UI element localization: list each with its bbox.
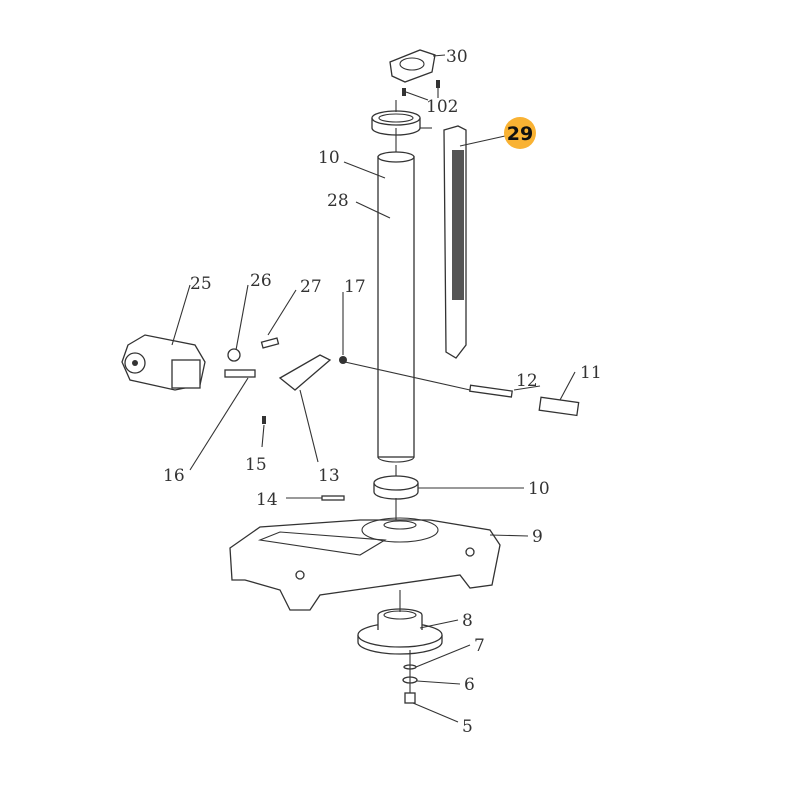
part-column-ring-top[interactable] [371, 110, 421, 136]
part-12-bolt[interactable] [469, 384, 513, 398]
highlight-marker[interactable] [504, 117, 536, 149]
part-15-screw[interactable] [262, 416, 266, 424]
part-9-base[interactable] [229, 517, 501, 611]
label-25[interactable]: 25 [190, 274, 212, 294]
part-14-pin[interactable] [321, 495, 345, 501]
label-28[interactable]: 28 [327, 191, 349, 211]
label-9[interactable]: 9 [532, 527, 543, 547]
leader-lines [171, 54, 576, 723]
part-13-handle[interactable] [278, 354, 332, 391]
label-11[interactable]: 11 [580, 363, 602, 383]
part-5-bolt[interactable] [404, 692, 416, 704]
label-30[interactable]: 30 [446, 47, 468, 67]
label-14[interactable]: 14 [256, 490, 278, 510]
part-25-table-bracket[interactable] [121, 334, 206, 391]
label-29[interactable]: 29 [507, 123, 533, 145]
label-5[interactable]: 5 [462, 717, 473, 737]
label-6[interactable]: 6 [464, 675, 475, 695]
part-102-screws[interactable] [402, 80, 440, 96]
label-16[interactable]: 16 [163, 466, 185, 486]
label-12[interactable]: 12 [516, 371, 538, 391]
label-8[interactable]: 8 [462, 611, 473, 631]
part-29-rack[interactable] [443, 125, 467, 359]
label-27[interactable]: 27 [300, 277, 322, 297]
label-7[interactable]: 7 [474, 636, 485, 656]
part-30-column-cap[interactable] [389, 49, 436, 83]
part-10-ring-bottom[interactable] [373, 475, 419, 500]
label-17[interactable]: 17 [344, 277, 366, 297]
label-10-bottom[interactable]: 10 [528, 479, 550, 499]
label-26[interactable]: 26 [250, 271, 272, 291]
part-28-column[interactable] [377, 151, 415, 463]
part-8-flange[interactable] [357, 608, 443, 655]
part-27-pin[interactable] [260, 337, 280, 349]
part-26-nut[interactable] [227, 348, 241, 362]
label-15[interactable]: 15 [245, 455, 267, 475]
label-102[interactable]: 102 [426, 97, 458, 117]
label-13[interactable]: 13 [318, 466, 340, 486]
label-10-top[interactable]: 10 [318, 148, 340, 168]
part-16-bolt[interactable] [224, 369, 256, 378]
part-11-pin[interactable] [538, 396, 580, 417]
part-17-screw[interactable] [339, 356, 347, 364]
